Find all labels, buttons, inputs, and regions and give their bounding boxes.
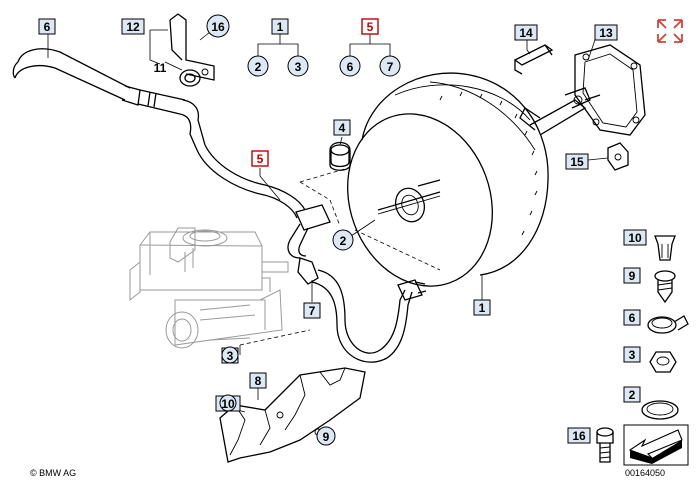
- callout-13[interactable]: 13: [594, 24, 618, 41]
- gasket-plate-drawing: [574, 44, 646, 136]
- callout-label: 10: [221, 397, 235, 411]
- brake-booster-drawing: [329, 72, 601, 287]
- callout-label: 11: [154, 61, 167, 75]
- callout-16-top[interactable]: 16: [206, 14, 230, 38]
- callout-label: 1: [277, 20, 284, 34]
- expanding-rivet-icon: [654, 235, 676, 261]
- callout-7-mid[interactable]: 7: [303, 302, 321, 319]
- legend-number: 16: [572, 429, 586, 443]
- callout-label: 3: [295, 60, 302, 74]
- legend-item-2[interactable]: 2: [623, 386, 679, 420]
- legend-number: 10: [628, 231, 642, 245]
- seal-ring-icon: [641, 400, 679, 420]
- legend-item-9[interactable]: 9: [623, 267, 676, 304]
- callout-label: 8: [255, 374, 262, 388]
- callout-label: 15: [570, 155, 584, 169]
- vacuum-hose-drawing: [12, 13, 331, 259]
- callout-12[interactable]: 12: [121, 18, 145, 35]
- legend-item-10[interactable]: 10: [623, 229, 676, 261]
- callout-6[interactable]: 6: [38, 18, 56, 35]
- vacuum-line-drawing: [297, 257, 427, 363]
- callout-label: 3: [227, 349, 234, 363]
- callout-label: 6: [44, 20, 51, 34]
- direction-arrow-icon: [623, 424, 689, 466]
- callout-label: 13: [599, 26, 613, 40]
- screw-icon: [654, 270, 676, 304]
- callout-label: 9: [323, 430, 330, 444]
- legend-number: 2: [629, 388, 636, 402]
- grommet-drawing: [330, 144, 350, 168]
- heat-shield-drawing: [219, 367, 366, 463]
- callout-5-mid[interactable]: 5: [251, 150, 269, 167]
- callout-label: 4: [339, 121, 346, 135]
- callout-2-top[interactable]: 2: [247, 55, 269, 77]
- callout-label: 7: [387, 60, 394, 74]
- pin-drawing: [513, 44, 554, 75]
- callout-label: 6: [347, 60, 354, 74]
- callout-1-top[interactable]: 1: [271, 18, 289, 35]
- callout-15[interactable]: 15: [565, 153, 589, 170]
- callout-label: 5: [367, 20, 374, 34]
- callout-label: 14: [519, 26, 533, 40]
- expand-arrows-icon[interactable]: [657, 19, 683, 43]
- hose-clamp-icon: [647, 315, 689, 334]
- legend-number: 3: [629, 348, 636, 362]
- callout-1-mid[interactable]: 1: [473, 299, 491, 316]
- callout-label: 2: [255, 60, 262, 74]
- callout-label: 7: [309, 304, 316, 318]
- copyright-text: © BMW AG: [30, 468, 76, 478]
- callout-4[interactable]: 4: [333, 119, 351, 136]
- callout-label: 16: [211, 20, 225, 34]
- callout-label: 2: [340, 234, 347, 248]
- bolt-icon: [596, 427, 614, 463]
- diagram-id: 00164050: [625, 468, 665, 478]
- leader-lines: [47, 29, 609, 433]
- callout-2-mid[interactable]: 2: [332, 229, 354, 251]
- callout-6-mid[interactable]: 6: [339, 55, 361, 77]
- callout-10-bottom[interactable]: 10: [215, 394, 241, 412]
- legend-number: 6: [629, 311, 636, 325]
- callout-5-top[interactable]: 5: [361, 18, 379, 35]
- clip-drawing: [607, 142, 629, 171]
- legend-item-16[interactable]: 16: [567, 427, 614, 463]
- parts-legend: 10 9 6 3: [567, 229, 689, 466]
- legend-number: 9: [629, 269, 636, 283]
- master-cylinder-drawing: [129, 227, 289, 349]
- callout-3-bottom[interactable]: 3: [221, 346, 239, 364]
- callout-7-top[interactable]: 7: [379, 55, 401, 77]
- callout-label: 5: [257, 152, 264, 166]
- callout-11[interactable]: 11: [154, 61, 167, 75]
- callout-9-bottom[interactable]: 9: [316, 426, 336, 446]
- callout-3-top[interactable]: 3: [287, 55, 309, 77]
- callout-14[interactable]: 14: [514, 24, 538, 41]
- legend-item-6[interactable]: 6: [623, 309, 689, 334]
- callout-label: 12: [126, 20, 140, 34]
- callout-label: 1: [479, 301, 486, 315]
- callout-8[interactable]: 8: [249, 372, 267, 389]
- hex-nut-icon: [649, 351, 677, 373]
- legend-item-3[interactable]: 3: [623, 346, 677, 373]
